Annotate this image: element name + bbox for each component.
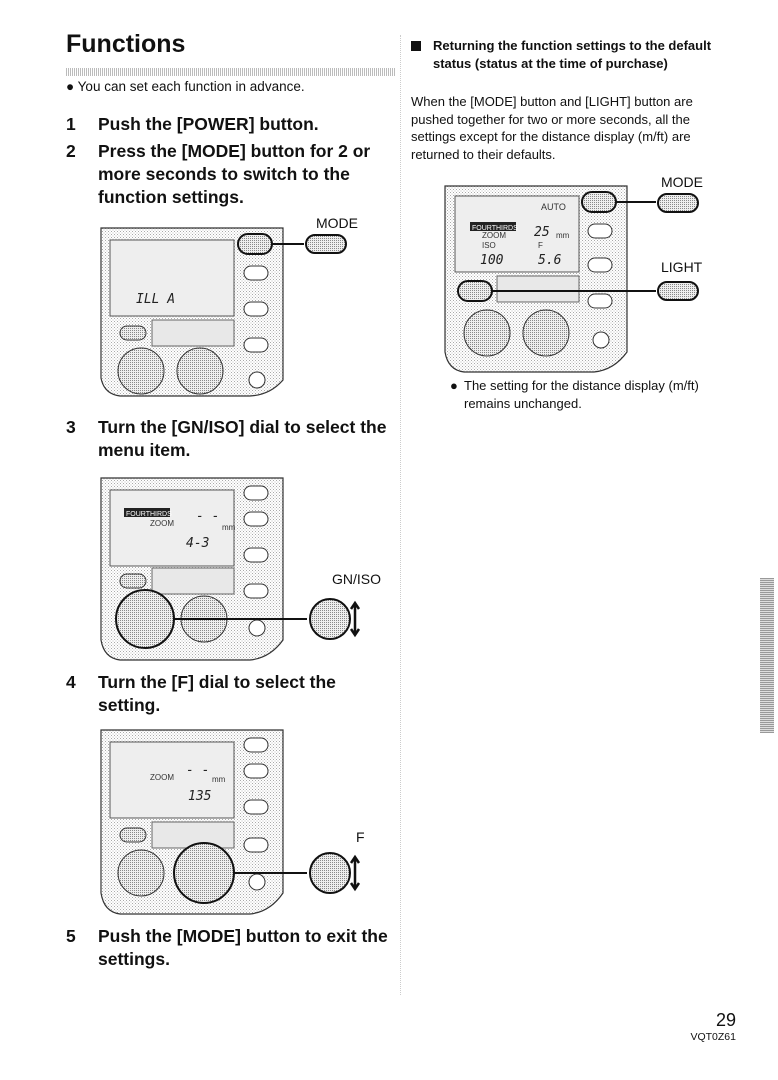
intro-bullet: ● You can set each function in advance. xyxy=(66,79,305,94)
gn-iso-dial[interactable] xyxy=(115,589,175,649)
lcd-zoom: ZOOM xyxy=(482,231,506,240)
small-dial[interactable] xyxy=(248,371,266,389)
lcd-badge: FOURTHIRDS xyxy=(126,511,172,518)
button[interactable] xyxy=(243,511,269,527)
button[interactable] xyxy=(243,265,269,281)
lcd-panel xyxy=(109,239,235,317)
gn-iso-dial[interactable] xyxy=(117,347,165,395)
button[interactable] xyxy=(243,737,269,753)
button[interactable] xyxy=(243,837,269,853)
mode-label: MODE xyxy=(661,174,703,190)
bullet-icon: ● xyxy=(450,378,458,393)
light-button-callout xyxy=(657,281,699,301)
button[interactable] xyxy=(243,301,269,317)
rotate-arrow-icon xyxy=(349,854,361,892)
page-title: Functions xyxy=(66,30,186,58)
step-text: Press the [MODE] button for 2 or more se… xyxy=(98,141,371,207)
step-number: 5 xyxy=(66,926,76,946)
gn-iso-dial[interactable] xyxy=(463,309,511,357)
button[interactable] xyxy=(587,257,613,273)
lcd-dash: - - xyxy=(196,509,219,524)
lcd-mm: mm xyxy=(212,775,226,784)
reset-note: The setting for the distance display (m/… xyxy=(464,378,699,411)
lcd-dash: - - xyxy=(186,763,209,778)
document-code: VQT0Z61 xyxy=(690,1031,736,1043)
lcd-mm: mm xyxy=(556,231,570,240)
step-number: 1 xyxy=(66,114,76,134)
square-bullet-icon xyxy=(411,41,421,51)
f-label: F xyxy=(356,829,365,845)
step-number: 3 xyxy=(66,417,76,437)
button[interactable] xyxy=(587,293,613,309)
lcd-zoom: ZOOM xyxy=(150,773,174,782)
lcd-badge: FOURTHIRDS xyxy=(472,225,518,232)
lcd-panel xyxy=(109,489,235,567)
lcd-auto: AUTO xyxy=(541,202,566,212)
mode-button-callout xyxy=(305,234,347,254)
step-text: Push the [MODE] button to exit the setti… xyxy=(98,926,388,969)
lcd-iso: ISO xyxy=(482,241,496,250)
lcd-panel xyxy=(109,741,235,819)
button[interactable] xyxy=(243,337,269,353)
mode-button[interactable] xyxy=(581,191,617,213)
small-dial[interactable] xyxy=(248,619,266,637)
mode-button[interactable] xyxy=(237,233,273,255)
f-dial[interactable] xyxy=(173,842,235,904)
button[interactable] xyxy=(243,799,269,815)
column-divider xyxy=(400,35,401,995)
light-button[interactable] xyxy=(119,573,147,589)
light-label: LIGHT xyxy=(661,259,703,275)
f-dial-callout xyxy=(309,852,351,894)
step-text: Push the [POWER] button. xyxy=(98,114,319,134)
page-number: 29 xyxy=(715,1010,736,1030)
title-underline xyxy=(66,68,396,76)
lcd-readout: 4-3 xyxy=(186,536,209,551)
lcd-zoom-value: 25 xyxy=(534,225,550,240)
lcd-iso-value: 100 xyxy=(480,253,504,268)
small-dial[interactable] xyxy=(248,873,266,891)
small-dial[interactable] xyxy=(592,331,610,349)
light-button[interactable] xyxy=(119,827,147,843)
step-number: 2 xyxy=(66,141,76,161)
reset-body: When the [MODE] button and [LIGHT] butto… xyxy=(411,94,693,162)
lcd-zoom: ZOOM xyxy=(150,519,174,528)
lcd-readout: ILL A xyxy=(136,292,175,307)
lcd-f: F xyxy=(538,241,543,250)
lcd-mm: mm xyxy=(222,523,236,532)
mode-label: MODE xyxy=(316,215,358,231)
button[interactable] xyxy=(243,763,269,779)
lcd-readout: 135 xyxy=(188,789,212,804)
f-dial[interactable] xyxy=(176,347,224,395)
button[interactable] xyxy=(587,223,613,239)
light-button[interactable] xyxy=(119,325,147,341)
reset-heading: Returning the function settings to the d… xyxy=(433,38,712,71)
lcd-panel xyxy=(454,195,580,273)
rotate-arrow-icon xyxy=(349,600,361,638)
step-text: Turn the [GN/ISO] dial to select the men… xyxy=(98,417,387,460)
button[interactable] xyxy=(243,485,269,501)
f-dial[interactable] xyxy=(522,309,570,357)
gn-iso-dial-callout xyxy=(309,598,351,640)
button[interactable] xyxy=(243,547,269,563)
gn-iso-label: GN/ISO xyxy=(332,571,381,587)
step-text: Turn the [F] dial to select the setting. xyxy=(98,672,336,715)
gn-iso-dial[interactable] xyxy=(117,849,165,897)
step-number: 4 xyxy=(66,672,76,692)
mode-button-callout xyxy=(657,193,699,213)
section-tab-marker xyxy=(760,578,774,733)
lcd-f-value: 5.6 xyxy=(538,253,562,268)
intro-text: You can set each function in advance. xyxy=(77,79,305,94)
light-button[interactable] xyxy=(457,280,493,302)
button[interactable] xyxy=(243,583,269,599)
